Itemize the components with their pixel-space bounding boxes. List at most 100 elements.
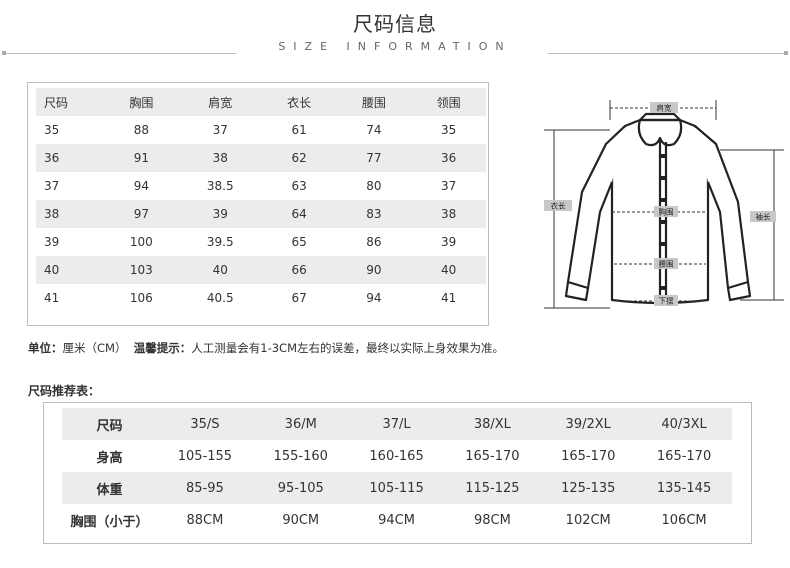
tip-label: 温馨提示： <box>133 341 192 355</box>
size-table-cell: 38 <box>36 200 104 228</box>
recommend-cell: 102CM <box>565 512 611 528</box>
size-table-cell: 80 <box>366 179 382 193</box>
size-table-cell: 41 <box>44 291 60 305</box>
recommend-row: 身高 105-155 155-160 160-165 165-170 165-1… <box>62 440 732 472</box>
size-table-cell: 67 <box>291 291 307 305</box>
size-table-cell: 40 <box>36 256 104 284</box>
size-table-cell: 36 <box>411 144 486 172</box>
size-table-cell: 39 <box>178 200 262 228</box>
size-table-header: 领围 <box>411 88 486 116</box>
label-sleeve: 袖长 <box>756 212 771 222</box>
size-table-header: 肩宽 <box>178 88 262 116</box>
divider-dot-left <box>2 51 6 55</box>
size-table-cell: 37 <box>440 179 457 193</box>
size-table-cell: 40 <box>178 256 262 284</box>
size-table-cell: 63 <box>291 179 307 193</box>
size-table-cell: 94 <box>133 179 149 193</box>
recommend-cell: 95-105 <box>252 472 349 504</box>
recommend-row: 胸围（小于） 88CM 90CM 94CM 98CM 102CM 106CM <box>62 504 732 536</box>
size-table-cell: 86 <box>366 235 382 249</box>
recommend-cell: 106CM <box>661 512 707 528</box>
size-table-cell: 83 <box>336 200 412 228</box>
size-table-row: 39 100 39.5 65 86 39 <box>36 228 486 256</box>
label-shoulder: 肩宽 <box>657 103 672 113</box>
size-table-cell: 61 <box>291 123 307 137</box>
size-table-cell: 39 <box>44 235 60 249</box>
divider-dot-right <box>784 51 788 55</box>
recommend-cell: 115-125 <box>444 472 541 504</box>
size-table-cell: 94 <box>366 291 382 305</box>
unit-value: 厘米（CM） <box>62 341 127 355</box>
measurement-guides <box>544 100 784 309</box>
recommend-cell: 155-160 <box>273 448 328 464</box>
size-table-cell: 64 <box>261 200 337 228</box>
recommend-row-label: 尺码 <box>62 408 157 440</box>
size-table-cell: 40.5 <box>206 291 234 305</box>
recommend-cell: 90CM <box>282 512 320 528</box>
recommend-cell: 36/M <box>252 408 349 440</box>
page-title: 尺码信息 <box>353 12 437 36</box>
label-hem: 下摆 <box>659 296 674 306</box>
measurement-label-tags <box>544 102 776 306</box>
label-length: 衣长 <box>551 201 566 211</box>
size-table-cell: 91 <box>104 144 179 172</box>
header-divider-left <box>4 53 236 54</box>
recommend-row: 体重 85-95 95-105 105-115 115-125 125-135 … <box>62 472 732 504</box>
recommend-cell: 38/XL <box>444 408 541 440</box>
recommend-cell: 105-155 <box>177 448 233 464</box>
size-table: 尺码 胸围 肩宽 衣长 腰围 领围 35 88 37 61 74 35 36 9… <box>36 88 486 312</box>
size-table-cell: 37 <box>212 123 228 137</box>
recommend-row-label: 身高 <box>96 450 123 466</box>
recommend-row: 尺码 35/S 36/M 37/L 38/XL 39/2XL 40/3XL <box>62 408 732 440</box>
recommend-cell: 37/L <box>348 408 445 440</box>
size-table-cell: 77 <box>336 144 412 172</box>
page-subtitle: SIZE INFORMATION <box>278 40 512 53</box>
recommend-row-label: 胸围（小于） <box>70 514 149 530</box>
recommend-cell: 85-95 <box>157 472 253 504</box>
size-table-header: 衣长 <box>261 88 337 116</box>
recommend-cell: 40/3XL <box>636 408 732 440</box>
recommend-cell: 165-170 <box>561 448 616 464</box>
size-table-cell: 100 <box>129 235 153 249</box>
size-table-cell: 88 <box>133 123 149 137</box>
tip-text: 人工测量会有1-3CM左右的误差，最终以实际上身效果为准。 <box>191 341 504 355</box>
size-table-cell: 106 <box>129 291 153 305</box>
size-table-cell: 39.5 <box>206 235 234 249</box>
size-table-cell: 39 <box>440 235 457 249</box>
size-table-cell: 66 <box>261 256 337 284</box>
size-table-cell: 97 <box>104 200 179 228</box>
size-table-header: 胸围 <box>104 88 179 116</box>
size-table-cell: 90 <box>336 256 412 284</box>
size-table-cell: 41 <box>440 291 457 305</box>
size-table-header: 腰围 <box>336 88 412 116</box>
unit-label: 单位： <box>28 341 63 355</box>
size-table-cell: 35 <box>440 123 457 137</box>
size-table-cell: 36 <box>36 144 104 172</box>
size-table-header-row: 尺码 胸围 肩宽 衣长 腰围 领围 <box>36 88 486 116</box>
size-table-row: 37 94 38.5 63 80 37 <box>36 172 486 200</box>
recommend-cell: 35/S <box>157 408 253 440</box>
recommend-cell: 160-165 <box>369 448 424 464</box>
size-table-frame <box>27 82 489 326</box>
recommend-title: 尺码推荐表： <box>28 384 101 398</box>
size-table-header: 尺码 <box>36 88 104 116</box>
size-table-row: 40 103 40 66 90 40 <box>36 256 486 284</box>
recommend-cell: 105-115 <box>348 472 445 504</box>
size-table-cell: 38 <box>178 144 262 172</box>
recommend-table-frame <box>43 402 752 544</box>
header-divider-right <box>548 53 786 54</box>
recommend-cell: 165-170 <box>465 448 520 464</box>
size-table-cell: 40 <box>411 256 486 284</box>
recommend-cell: 94CM <box>378 512 415 528</box>
size-table-cell: 103 <box>104 256 179 284</box>
size-table-cell: 35 <box>44 123 60 137</box>
size-table-row: 36 91 38 62 77 36 <box>36 144 486 172</box>
recommend-cell: 165-170 <box>656 448 712 464</box>
shirt-measurement-diagram: 肩宽 衣长 胸围 腰围 下摆 袖长 <box>544 100 784 309</box>
size-table-cell: 37 <box>44 179 60 193</box>
recommend-cell: 125-135 <box>540 472 637 504</box>
recommend-cell: 39/2XL <box>540 408 637 440</box>
size-table-row: 41 106 40.5 67 94 41 <box>36 284 486 312</box>
size-table-cell: 62 <box>261 144 337 172</box>
recommend-cell: 135-145 <box>636 472 732 504</box>
